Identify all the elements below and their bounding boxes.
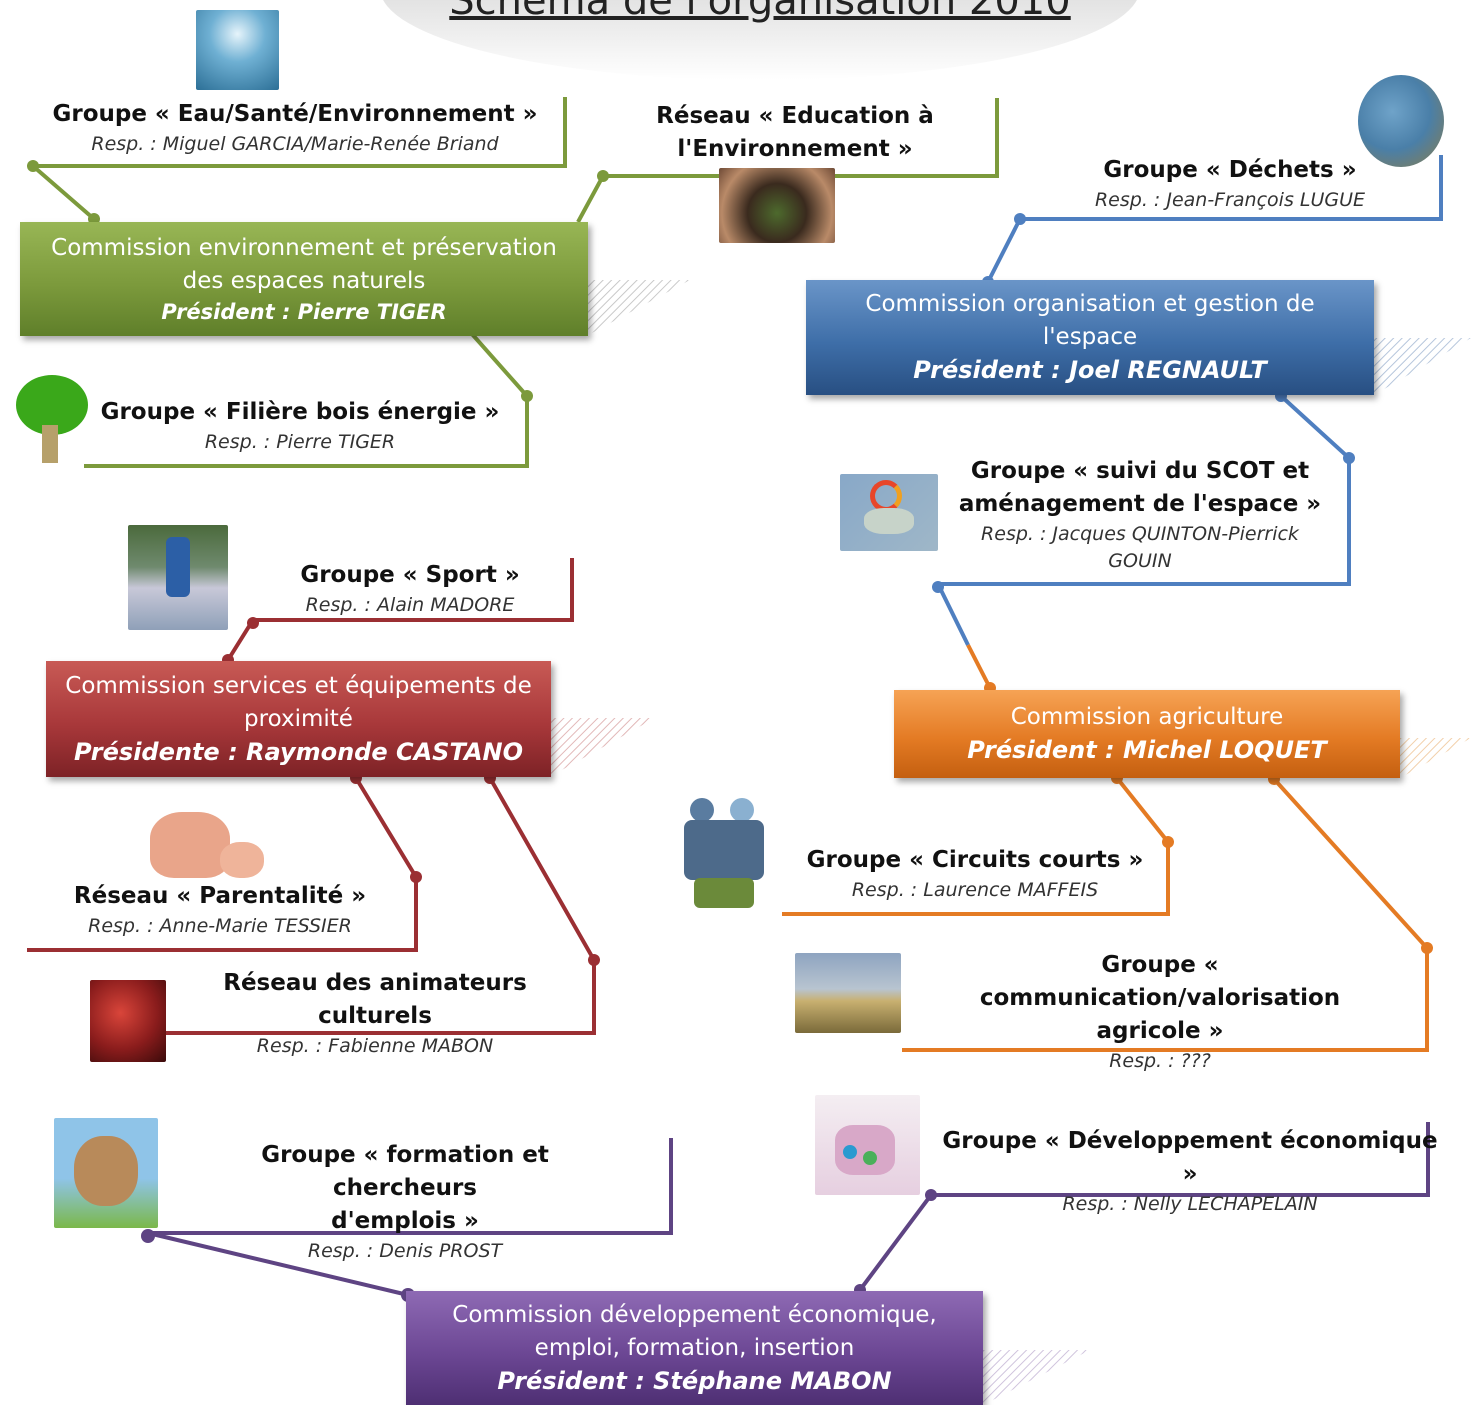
- eco-shadow: [983, 1350, 1090, 1405]
- group-sport-resp: Resp. : Alain MADORE: [305, 594, 515, 616]
- commission-orga-line2: l'espace: [1042, 324, 1138, 350]
- globe-image: [1358, 75, 1444, 167]
- group-scot-resp1: Resp. : Jacques QUINTON-Pierrick: [981, 523, 1299, 545]
- hands-child-image: [150, 812, 268, 882]
- commission-agri-president: Président : Michel LOQUET: [967, 736, 1327, 764]
- group-eau-resp: Resp. : Miguel GARCIA/Marie-Renée Briand: [91, 133, 499, 155]
- group-dechets-resp: Resp. : Jean-François LUGUE: [1094, 189, 1366, 211]
- elephant-cartoon-image: [54, 1118, 158, 1228]
- group-formation-name2: d'emplois »: [331, 1208, 479, 1234]
- group-education: Réseau « Education à l'Environnement »: [640, 100, 950, 166]
- group-dechets-name: Groupe « Déchets »: [1103, 157, 1357, 183]
- commission-env-line2: des espaces naturels: [182, 268, 426, 294]
- farmers-image: [680, 798, 774, 914]
- agri-shadow: [1400, 738, 1471, 778]
- commission-services-line1: Commission services et équipements de: [65, 672, 532, 699]
- commission-env-line1: Commission environnement et préservation: [51, 235, 557, 261]
- group-communication-name2: agricole »: [1096, 1018, 1224, 1044]
- group-eau-name: Groupe « Eau/Santé/Environnement »: [52, 101, 538, 127]
- commission-agriculture: Commission agriculture Président : Miche…: [894, 690, 1400, 778]
- commission-economique: Commission développement économique, emp…: [406, 1291, 983, 1405]
- group-sport-name: Groupe « Sport »: [300, 562, 520, 588]
- group-scot-resp2: GOUIN: [1108, 550, 1172, 572]
- group-bois-resp: Resp. : Pierre TIGER: [204, 431, 396, 453]
- group-eau: Groupe « Eau/Santé/Environnement » Resp.…: [40, 98, 550, 158]
- group-parentalite-name: Réseau « Parentalité »: [73, 883, 367, 909]
- group-circuits-name: Groupe « Circuits courts »: [806, 847, 1144, 873]
- commission-environnement: Commission environnement et préservation…: [20, 222, 588, 336]
- group-education-name1: Réseau « Education à: [656, 103, 934, 129]
- group-parentalite: Réseau « Parentalité » Resp. : Anne-Mari…: [40, 880, 400, 940]
- commission-env-president: Président : Pierre TIGER: [161, 300, 447, 324]
- group-dechets: Groupe « Déchets » Resp. : Jean-François…: [1060, 154, 1400, 214]
- group-parentalite-resp: Resp. : Anne-Marie TESSIER: [88, 915, 352, 937]
- orga-shadow: [1374, 338, 1471, 395]
- tree-image: [8, 375, 94, 465]
- scot-logo-image: [840, 474, 938, 551]
- group-formation: Groupe « formation et chercheurs d'emplo…: [190, 1139, 620, 1265]
- group-circuits-resp: Resp. : Laurence MAFFEIS: [851, 879, 1099, 901]
- commission-eco-line2: emploi, formation, insertion: [534, 1334, 855, 1361]
- commission-orga-line1: Commission organisation et gestion de: [865, 291, 1315, 317]
- theatre-masks-image: [90, 980, 166, 1062]
- water-drop-image: [196, 10, 279, 90]
- group-scot-name1: Groupe « suivi du SCOT et: [970, 458, 1310, 484]
- group-circuits: Groupe « Circuits courts » Resp. : Laure…: [790, 844, 1160, 904]
- group-formation-name1: Groupe « formation et chercheurs: [261, 1142, 549, 1201]
- env-shadow: [588, 280, 690, 335]
- page-title: Schéma de l'organisation 2010: [449, 0, 1071, 24]
- commission-eco-line1: Commission développement économique,: [452, 1301, 937, 1328]
- commission-eco-president: Président : Stéphane MABON: [497, 1366, 892, 1395]
- commission-agri-line1: Commission agriculture: [1010, 704, 1284, 730]
- group-scot: Groupe « suivi du SCOT et aménagement de…: [945, 455, 1335, 575]
- group-communication: Groupe « communication/valorisation agri…: [920, 949, 1400, 1075]
- commission-services: Commission services et équipements de pr…: [46, 661, 551, 777]
- group-animateurs-name: Réseau des animateurs culturels: [223, 970, 527, 1029]
- services-shadow: [551, 718, 655, 776]
- group-bois: Groupe « Filière bois énergie » Resp. : …: [100, 396, 500, 456]
- group-dev-eco-resp: Resp. : Nelly LECHAPELAIN: [1062, 1193, 1318, 1215]
- map-image: [815, 1095, 920, 1195]
- group-formation-resp: Resp. : Denis PROST: [307, 1240, 503, 1262]
- group-communication-resp: Resp. : ???: [1109, 1050, 1211, 1072]
- group-dev-eco: Groupe « Développement économique » Resp…: [940, 1125, 1440, 1218]
- commission-organisation: Commission organisation et gestion de l'…: [806, 280, 1374, 395]
- commission-services-line2: proximité: [244, 705, 353, 732]
- wheat-field-image: [795, 953, 901, 1033]
- group-scot-name2: aménagement de l'espace »: [958, 491, 1322, 517]
- commission-orga-president: Président : Joel REGNAULT: [913, 356, 1267, 384]
- group-education-name2: l'Environnement »: [677, 136, 913, 162]
- group-bois-name: Groupe « Filière bois énergie »: [100, 399, 500, 425]
- commission-services-president: Présidente : Raymonde CASTANO: [73, 737, 524, 766]
- group-communication-name1: Groupe « communication/valorisation: [979, 952, 1341, 1011]
- hands-image: [719, 168, 835, 243]
- group-sport: Groupe « Sport » Resp. : Alain MADORE: [260, 559, 560, 619]
- group-animateurs: Réseau des animateurs culturels Resp. : …: [170, 967, 580, 1060]
- cyclist-image: [128, 525, 228, 630]
- group-dev-eco-name: Groupe « Développement économique »: [942, 1128, 1438, 1187]
- group-animateurs-resp: Resp. : Fabienne MABON: [256, 1035, 494, 1057]
